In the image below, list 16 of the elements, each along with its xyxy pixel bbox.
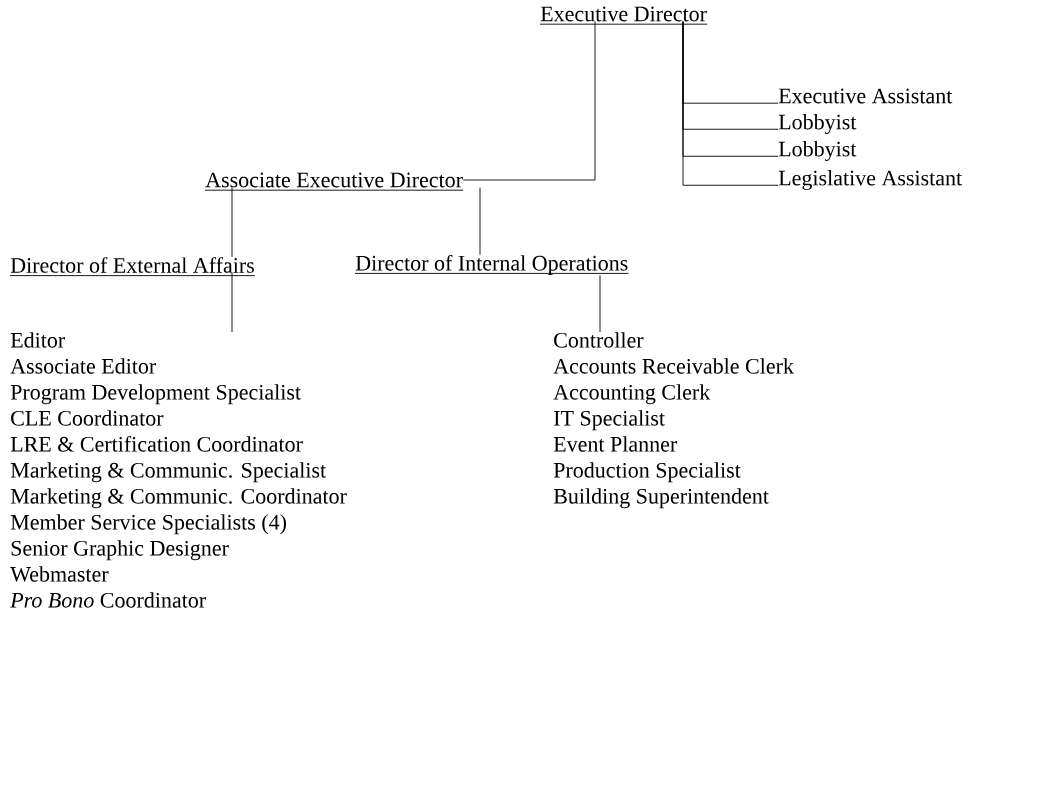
- title-text: Executive Director: [539, 6, 708, 25]
- connector-line: [599, 274, 601, 333]
- position-text: Lobbyist: [778, 141, 857, 161]
- connector-line: [462, 21, 596, 181]
- title-text: Director of Internal Operations: [354, 254, 629, 276]
- title-text: Associate Executive Director: [204, 172, 464, 191]
- position-text: Legislative Assistant: [778, 170, 963, 190]
- title-text: Director of External Affairs: [9, 257, 256, 277]
- position-list: Editor Associate Editor Program Development Specialist CLE Coordinator LRE & Certification Coordinator Marketing & Communic. Specialist Marketing & Communic. Coordinator Member Service Specialists (4) Senior Graphic Designer Webmaster Pro Bono Coordinator: [10, 332, 347, 608]
- connector-line: [479, 187, 481, 256]
- connector-line: [231, 187, 233, 258]
- connector-line: [231, 272, 233, 333]
- position-text: Lobbyist: [778, 114, 857, 134]
- position-text: Executive Assistant: [778, 88, 953, 104]
- connector-line: [682, 21, 779, 186]
- position-list: Controller Accounts Receivable Clerk Accounting Clerk IT Specialist Event Planner Production Specialist Building Superintendent: [553, 332, 794, 509]
